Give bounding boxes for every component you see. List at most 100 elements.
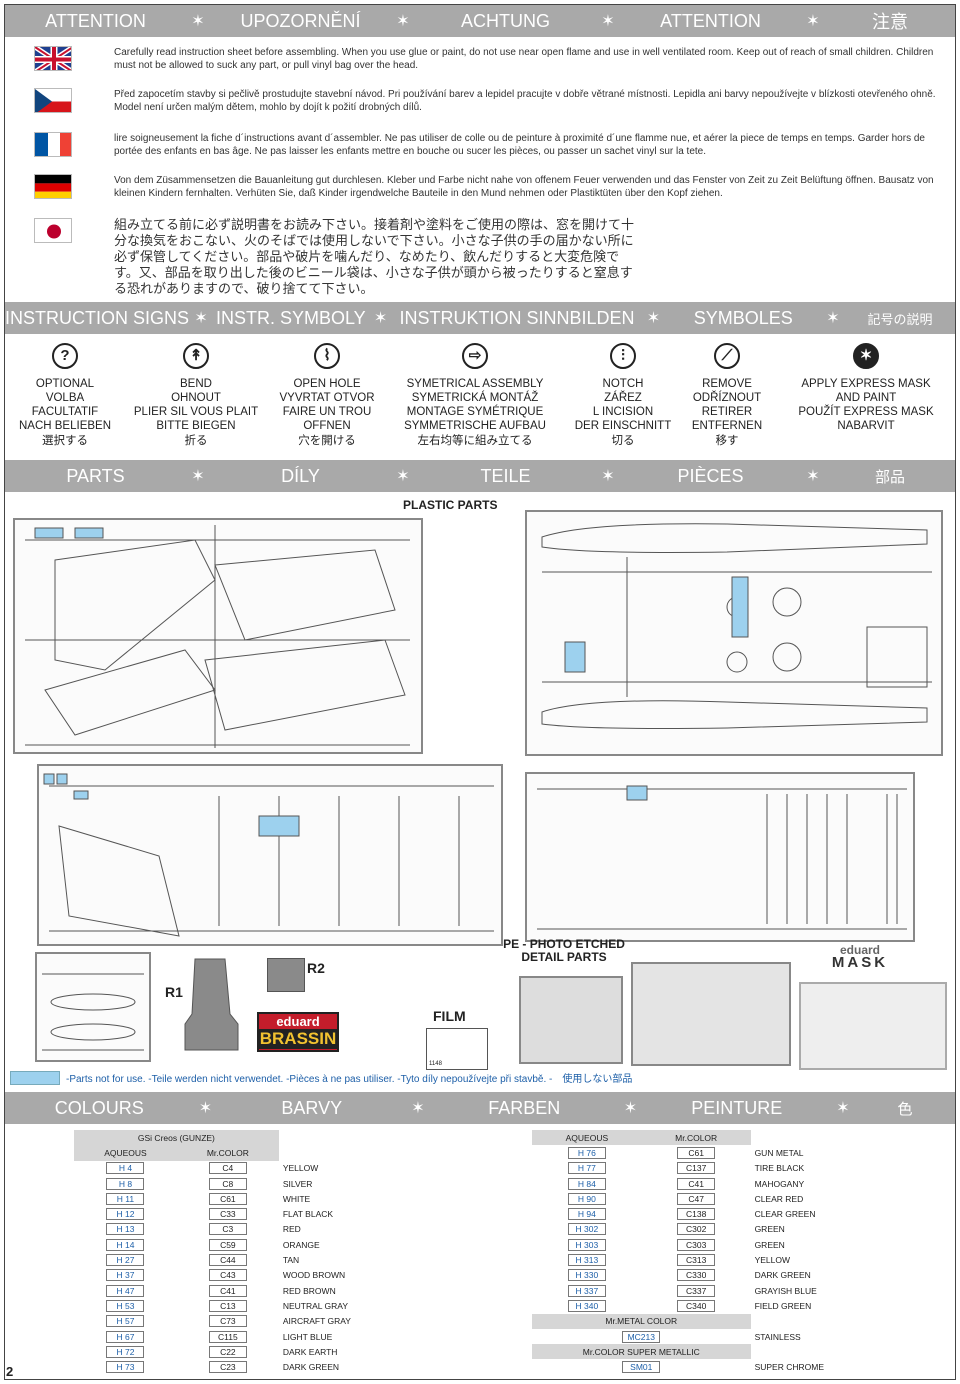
aqueous-code: H 340	[567, 1299, 606, 1312]
sign-open-hole: ⌇ OPEN HOLE VYVRTAT OTVOR FAIRE UN TROU …	[262, 343, 392, 447]
sign-label-jp: 選択する	[42, 433, 88, 447]
unused-color-swatch	[10, 1070, 60, 1085]
colour-name: MAHOGANY	[754, 1178, 805, 1189]
star-icon: ✶	[198, 1100, 213, 1117]
band-label: BARVY	[281, 1097, 343, 1118]
mrcolor-code: C13	[208, 1299, 247, 1312]
attention-english: Carefully read instruction sheet before …	[34, 46, 939, 72]
aqueous-code: H 12	[106, 1208, 145, 1221]
aqueous-code: H 77	[567, 1162, 606, 1175]
colour-name: DARK GREEN	[754, 1270, 811, 1281]
mrcolor-code: C8	[208, 1177, 247, 1190]
aqueous-code: H 302	[567, 1223, 606, 1236]
france-flag-icon	[34, 132, 72, 157]
mask-star-icon: ✶	[853, 343, 879, 369]
attention-text: Von dem Züsammensetzen die Bauanleitung …	[114, 175, 934, 199]
germany-flag-icon	[34, 174, 72, 199]
colour-name: WOOD BROWN	[282, 1270, 346, 1281]
sign-label: SYMMETRISCHE AUFBAU	[404, 420, 546, 432]
mrcolor-code: C59	[208, 1238, 247, 1251]
special-code: SM01	[622, 1361, 661, 1374]
mrcolor-code: C61	[677, 1146, 716, 1159]
band-label: 色	[897, 1099, 913, 1118]
star-icon: ✶	[836, 1100, 850, 1117]
attention-band: ATTENTION✶ UPOZORNĚNÍ✶ ACHTUNG✶ ATTENTIO…	[5, 5, 955, 37]
colour-name: YELLOW	[754, 1255, 790, 1266]
sign-label-jp: 移す	[715, 433, 739, 447]
r1-caption: R1	[165, 984, 183, 1000]
sprue-wings	[13, 518, 423, 754]
star-icon: ✶	[396, 468, 410, 485]
star-icon: ✶	[806, 468, 820, 485]
mrcolor-code: C330	[677, 1269, 716, 1282]
pe-caption-line: DETAIL PARTS	[521, 950, 607, 964]
band-label: 注意	[872, 12, 908, 32]
aqueous-code: H 330	[567, 1269, 606, 1282]
aqueous-code: H 8	[106, 1177, 145, 1190]
sign-label: NABARVIT	[837, 420, 895, 432]
brand-header: GSi Creos (GUNZE)	[74, 1130, 279, 1146]
aqueous-code: H 37	[106, 1269, 145, 1282]
star-icon: ✶	[411, 1100, 425, 1117]
mrcolor-code: C138	[677, 1208, 716, 1221]
band-label: ATTENTION	[45, 10, 146, 31]
sign-label: SYMETRICAL ASSEMBLY	[406, 378, 544, 390]
mrcolor-code: C43	[208, 1269, 247, 1282]
attention-japanese: 組み立てる前に必ず説明書をお読み下さい。接着剤や塗料をご使用の際は、窓を開けて十…	[34, 218, 939, 298]
sign-label: AND PAINT	[835, 392, 897, 404]
uk-flag-icon	[34, 46, 72, 71]
sprue-stores	[525, 772, 915, 942]
japan-flag-icon	[34, 218, 72, 243]
colour-name: CLEAR GREEN	[754, 1209, 816, 1220]
star-icon: ✶	[646, 310, 661, 327]
star-icon: ✶	[191, 468, 205, 485]
sign-label: BITTE BIEGEN	[156, 420, 236, 432]
brassin-logo: eduard BRASSIN	[257, 1012, 339, 1052]
sign-label: ENTFERNEN	[691, 420, 763, 432]
mrcolor-code: C73	[208, 1315, 247, 1328]
aqueous-code: H 90	[567, 1192, 606, 1205]
mask-logo: eduard MASK	[813, 944, 907, 972]
sign-express-mask: ✶ APPLY EXPRESS MASK AND PAINT POUŽÍT EX…	[785, 343, 947, 433]
sign-label-jp: 穴を開ける	[298, 433, 356, 447]
sign-label: RETIRER	[701, 406, 753, 418]
colour-name: FLAT BLACK	[282, 1209, 334, 1220]
brassin-logo-bottom: BRASSIN	[259, 1029, 337, 1049]
aqueous-code: H 303	[567, 1238, 606, 1251]
unused-parts-text: -Parts not for use. -Teile werden nicht …	[66, 1074, 633, 1085]
aqueous-code: H 76	[567, 1146, 606, 1159]
mrcolor-code: C302	[677, 1223, 716, 1236]
colour-name: YELLOW	[282, 1163, 319, 1174]
film-sheet: 1148	[426, 1028, 488, 1070]
mrcolor-code: C115	[208, 1330, 247, 1343]
brassin-logo-top: eduard	[276, 1014, 320, 1029]
colour-name: GREEN	[754, 1239, 785, 1250]
colour-name: ORANGE	[282, 1239, 320, 1250]
band-label: ACHTUNG	[461, 10, 550, 31]
mrcolor-header: Mr.COLOR	[176, 1145, 279, 1161]
band-label: PEINTURE	[691, 1097, 783, 1118]
czech-flag-icon	[34, 88, 72, 113]
sprue-small-parts	[37, 764, 503, 946]
aqueous-code: H 337	[567, 1284, 606, 1297]
section-header: Mr.COLOR SUPER METALLIC	[532, 1344, 751, 1360]
star-icon: ✶	[191, 13, 205, 30]
mrcolor-code: C44	[208, 1254, 247, 1267]
colour-name: RED BROWN	[282, 1285, 336, 1296]
section-header: Mr.METAL COLOR	[532, 1313, 751, 1329]
sign-label: FACULTATIF	[31, 406, 99, 418]
star-icon: ✶	[194, 310, 208, 327]
mask-logo-top: eduard	[839, 943, 880, 957]
mrcolor-code: C22	[208, 1345, 247, 1358]
aqueous-code: H 11	[106, 1192, 145, 1205]
parts-band: PARTS✶ DÍLY✶ TEILE✶ PIÈCES✶ 部品	[5, 460, 955, 492]
sign-label: NACH BELIEBEN	[18, 420, 112, 432]
